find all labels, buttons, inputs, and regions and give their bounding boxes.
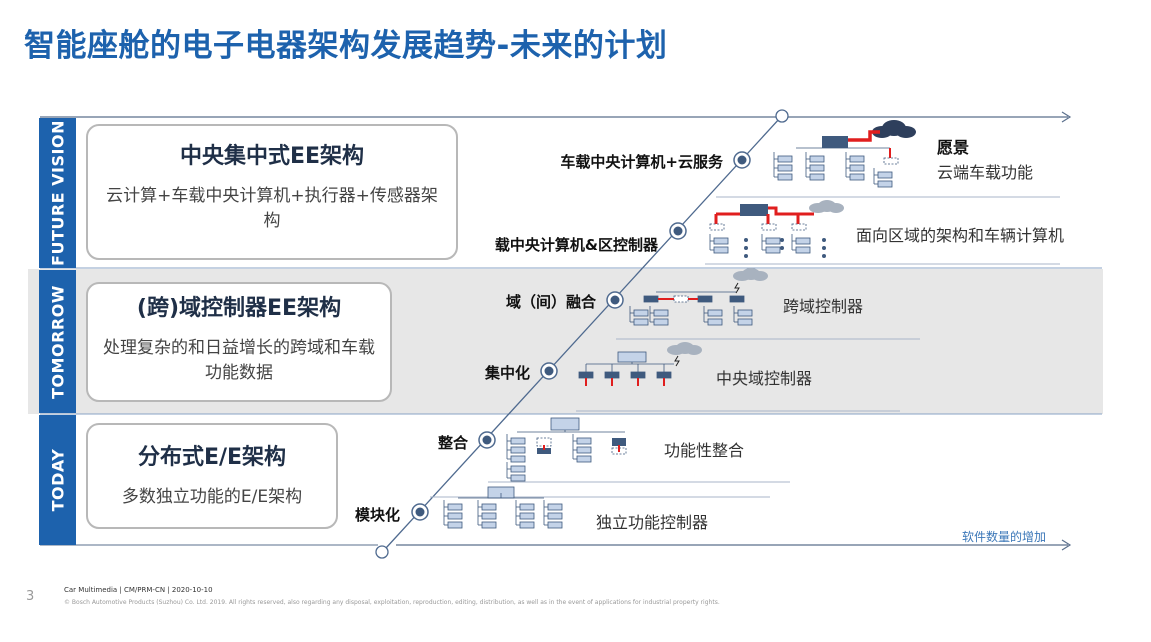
desc-central-domain-controller: 中央域控制器	[716, 369, 813, 388]
footer-info: Car Multimedia | CM/PRM-CN | 2020-10-10	[64, 586, 213, 594]
topology-integration	[507, 417, 627, 481]
card-distributed-ee: 分布式E/E架构 多数独立功能的E/E架构	[86, 423, 338, 529]
today-label: TODAY	[48, 448, 67, 512]
step-integration-label: 整合	[437, 434, 468, 452]
desc-zonal-architecture: 面向区域的架构和车辆计算机	[856, 226, 1065, 245]
card-domain-ee: (跨)域控制器EE架构 处理复杂的和日益增长的跨域和车载功能数据	[86, 282, 392, 402]
sidebar-today: TODAY	[39, 415, 76, 545]
desc-functional-integration: 功能性整合	[664, 441, 745, 460]
card-domain-desc: 处理复杂的和日益增长的跨域和车载功能数据	[103, 338, 375, 383]
desc-independent-controller: 独立功能控制器	[596, 513, 709, 532]
topology-modular	[444, 486, 562, 528]
card-central-title: 中央集中式EE架构	[179, 144, 365, 169]
start-node	[375, 545, 389, 559]
card-central-desc: 云计算+车载中央计算机+执行器+传感器架构	[106, 186, 438, 231]
step-circles	[411, 151, 751, 521]
axis-note-software-increase: 软件数量的增加	[962, 530, 1047, 544]
card-distributed-title: 分布式E/E架构	[137, 445, 287, 470]
topology-cloud-vision	[774, 120, 916, 187]
top-axis-arrow	[1061, 111, 1072, 123]
step-modular-label: 模块化	[354, 506, 400, 524]
desc-cloud-vehicle-functions: 云端车载功能	[937, 163, 1034, 182]
topology-zonal	[709, 200, 844, 258]
card-central-ee: 中央集中式EE架构 云计算+车载中央计算机+执行器+传感器架构	[86, 124, 458, 260]
tomorrow-label: TOMORROW	[48, 284, 67, 399]
end-node	[775, 109, 789, 123]
topology-centralized	[578, 342, 702, 386]
card-distributed-desc: 多数独立功能的E/E架构	[121, 487, 303, 507]
step-cloud-label: 车载中央计算机+云服务	[560, 153, 723, 171]
page-title: 智能座舱的电子电器架构发展趋势-未来的计划	[24, 28, 668, 64]
footer-copyright: © Bosch Automotive Products (Suzhou) Co.…	[64, 599, 720, 606]
page-number: 3	[26, 589, 35, 604]
sidebar-future-vision: FUTURE VISION	[39, 118, 76, 268]
desc-cross-domain-controller: 跨域控制器	[783, 297, 864, 316]
future-vision-label: FUTURE VISION	[48, 120, 67, 266]
sidebar-tomorrow: TOMORROW	[39, 270, 76, 413]
step-zonal-label: 载中央计算机&区控制器	[494, 236, 658, 254]
step-centralization-label: 集中化	[484, 364, 530, 382]
bottom-axis-arrow	[1061, 539, 1072, 551]
desc-vision-title: 愿景	[937, 138, 970, 157]
step-fusion-label: 域（间）融合	[505, 293, 596, 311]
diagonal-trend-line	[385, 117, 781, 549]
card-domain-title: (跨)域控制器EE架构	[136, 296, 342, 321]
topology-cross-domain	[630, 268, 768, 325]
